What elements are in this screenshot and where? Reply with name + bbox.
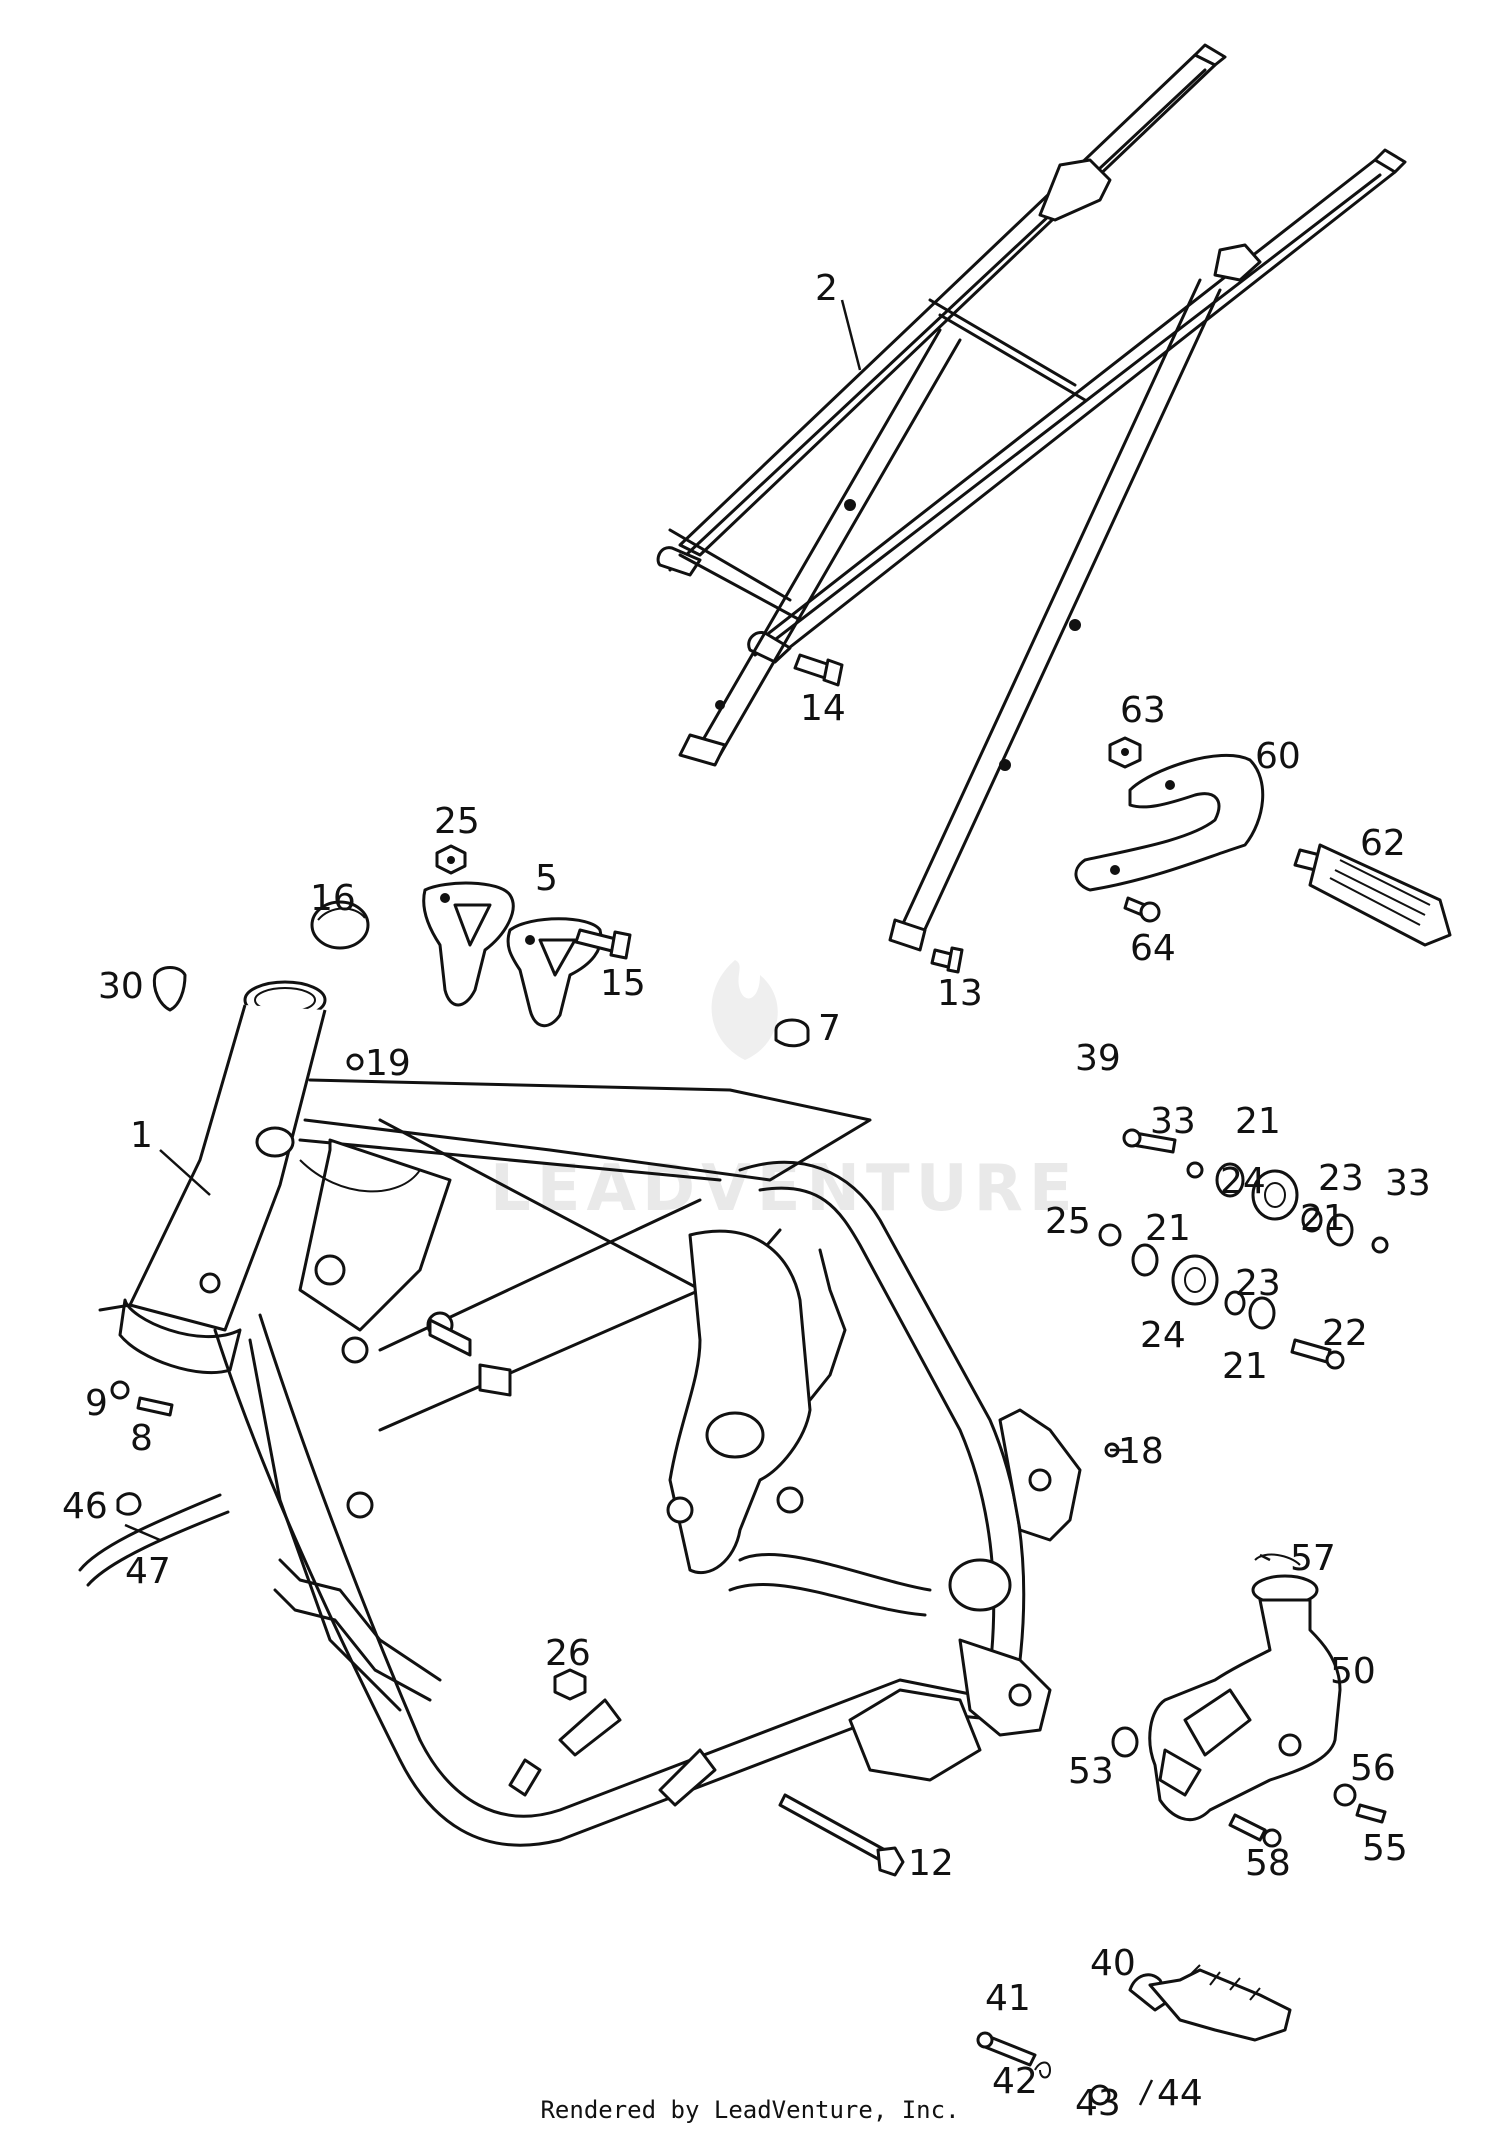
- callout-24b: 24: [1140, 1315, 1186, 1356]
- callout-41: 41: [985, 1978, 1031, 2019]
- bearing-21-a[interactable]: [1215, 1162, 1245, 1198]
- nut-25-top[interactable]: [435, 844, 467, 875]
- bearing-21-b[interactable]: [1326, 1213, 1354, 1247]
- bolt-39[interactable]: [1122, 1128, 1177, 1154]
- seal-24-b[interactable]: [1171, 1254, 1219, 1306]
- callout-24a: 24: [1220, 1161, 1266, 1202]
- callout-33b: 33: [1385, 1163, 1431, 1204]
- callout-56: 56: [1350, 1748, 1396, 1789]
- callout-16: 16: [310, 878, 356, 919]
- callout-40: 40: [1090, 1943, 1136, 1984]
- clip-46[interactable]: [116, 1492, 142, 1516]
- callout-39: 39: [1075, 1038, 1121, 1079]
- callout-22: 22: [1322, 1313, 1368, 1354]
- seal-24-a[interactable]: [1251, 1169, 1299, 1221]
- bushing-23-b[interactable]: [1224, 1290, 1246, 1316]
- nut-26[interactable]: [553, 1668, 587, 1701]
- screw-8[interactable]: [136, 1396, 174, 1417]
- callout-42: 42: [992, 2061, 1038, 2102]
- bolt-15[interactable]: [574, 928, 632, 960]
- callout-63: 63: [1120, 690, 1166, 731]
- pin-44[interactable]: [1138, 2079, 1154, 2106]
- rear-subframe[interactable]: [656, 43, 1407, 952]
- nut-63[interactable]: [1108, 736, 1142, 769]
- callout-46: 46: [62, 1486, 108, 1527]
- callout-23a: 23: [1318, 1158, 1364, 1199]
- callout-13: 13: [937, 973, 983, 1014]
- reservoir-50[interactable]: [1148, 1574, 1342, 1822]
- washer-33-a[interactable]: [1186, 1161, 1204, 1179]
- hose-47[interactable]: [78, 1493, 230, 1587]
- footrest-40[interactable]: [1128, 1964, 1292, 2042]
- callout-44: 44: [1157, 2073, 1203, 2114]
- bolt-64[interactable]: [1123, 896, 1161, 923]
- bolt-22[interactable]: [1290, 1338, 1345, 1370]
- callout-58: 58: [1245, 1843, 1291, 1884]
- callout-21b: 21: [1300, 1198, 1346, 1239]
- callout-43: 43: [1075, 2083, 1121, 2124]
- callout-15: 15: [600, 963, 646, 1004]
- bushing-23-a[interactable]: [1301, 1207, 1323, 1233]
- cap-7[interactable]: [774, 1018, 810, 1048]
- leader-lines: [124, 299, 1271, 1562]
- washer-33-b[interactable]: [1371, 1236, 1389, 1254]
- callout-33a: 33: [1150, 1101, 1196, 1142]
- callout-57: 57: [1290, 1538, 1336, 1579]
- callout-14: 14: [800, 688, 846, 729]
- footer-credit: Rendered by LeadVenture, Inc.: [540, 2096, 960, 2124]
- callout-30: 30: [98, 966, 144, 1007]
- callout-8: 8: [130, 1418, 153, 1459]
- spring-42[interactable]: [1034, 2061, 1052, 2079]
- callout-25b: 25: [1045, 1201, 1091, 1242]
- nut-25-mid[interactable]: [1098, 1223, 1122, 1247]
- callout-53: 53: [1068, 1751, 1114, 1792]
- clamp-57[interactable]: [1254, 1553, 1301, 1566]
- nut-9[interactable]: [110, 1380, 130, 1400]
- pin-41[interactable]: [976, 2031, 1037, 2067]
- bolt-12[interactable]: [778, 1793, 905, 1877]
- callout-1: 1: [130, 1115, 153, 1156]
- callout-50: 50: [1330, 1651, 1376, 1692]
- screw-55[interactable]: [1355, 1803, 1387, 1824]
- bolt-58[interactable]: [1228, 1813, 1282, 1848]
- callout-21c: 21: [1145, 1208, 1191, 1249]
- callout-60: 60: [1255, 736, 1301, 777]
- footpeg-bracket-60[interactable]: [1074, 754, 1265, 892]
- callout-9: 9: [85, 1383, 108, 1424]
- main-frame[interactable]: [98, 980, 1082, 1847]
- washer-43[interactable]: [1089, 2084, 1111, 2106]
- callout-21a: 21: [1235, 1101, 1281, 1142]
- bolt-13[interactable]: [930, 946, 964, 974]
- callout-64: 64: [1130, 928, 1176, 969]
- callout-55: 55: [1362, 1828, 1408, 1869]
- callout-18: 18: [1118, 1431, 1164, 1472]
- callout-47: 47: [125, 1551, 171, 1592]
- spacer-53[interactable]: [1111, 1726, 1139, 1758]
- grommet-30[interactable]: [152, 966, 187, 1012]
- callout-12: 12: [908, 1843, 954, 1884]
- callout-25a: 25: [434, 801, 480, 842]
- callout-5: 5: [535, 858, 558, 899]
- callout-19: 19: [365, 1043, 411, 1084]
- callout-7: 7: [818, 1008, 841, 1049]
- callout-62: 62: [1360, 823, 1406, 864]
- callout-26: 26: [545, 1633, 591, 1674]
- washer-56[interactable]: [1333, 1783, 1357, 1807]
- bolt-14[interactable]: [793, 653, 844, 687]
- nipple-19[interactable]: [346, 1053, 364, 1071]
- callout-21d: 21: [1222, 1346, 1268, 1387]
- bearing-21-d[interactable]: [1248, 1296, 1276, 1330]
- plug-16[interactable]: [310, 900, 370, 950]
- callout-2: 2: [815, 268, 838, 309]
- callout-numbers: 1 2 5 7 8 9 12 13 14 15 16 18 19 21 21 2…: [62, 268, 1431, 2124]
- watermark: LEADVENTURE: [490, 960, 1073, 1226]
- callout-23b: 23: [1235, 1263, 1281, 1304]
- footpeg-62[interactable]: [1293, 843, 1452, 947]
- bearing-21-c[interactable]: [1131, 1243, 1159, 1277]
- engine-bracket-5[interactable]: [422, 881, 603, 1028]
